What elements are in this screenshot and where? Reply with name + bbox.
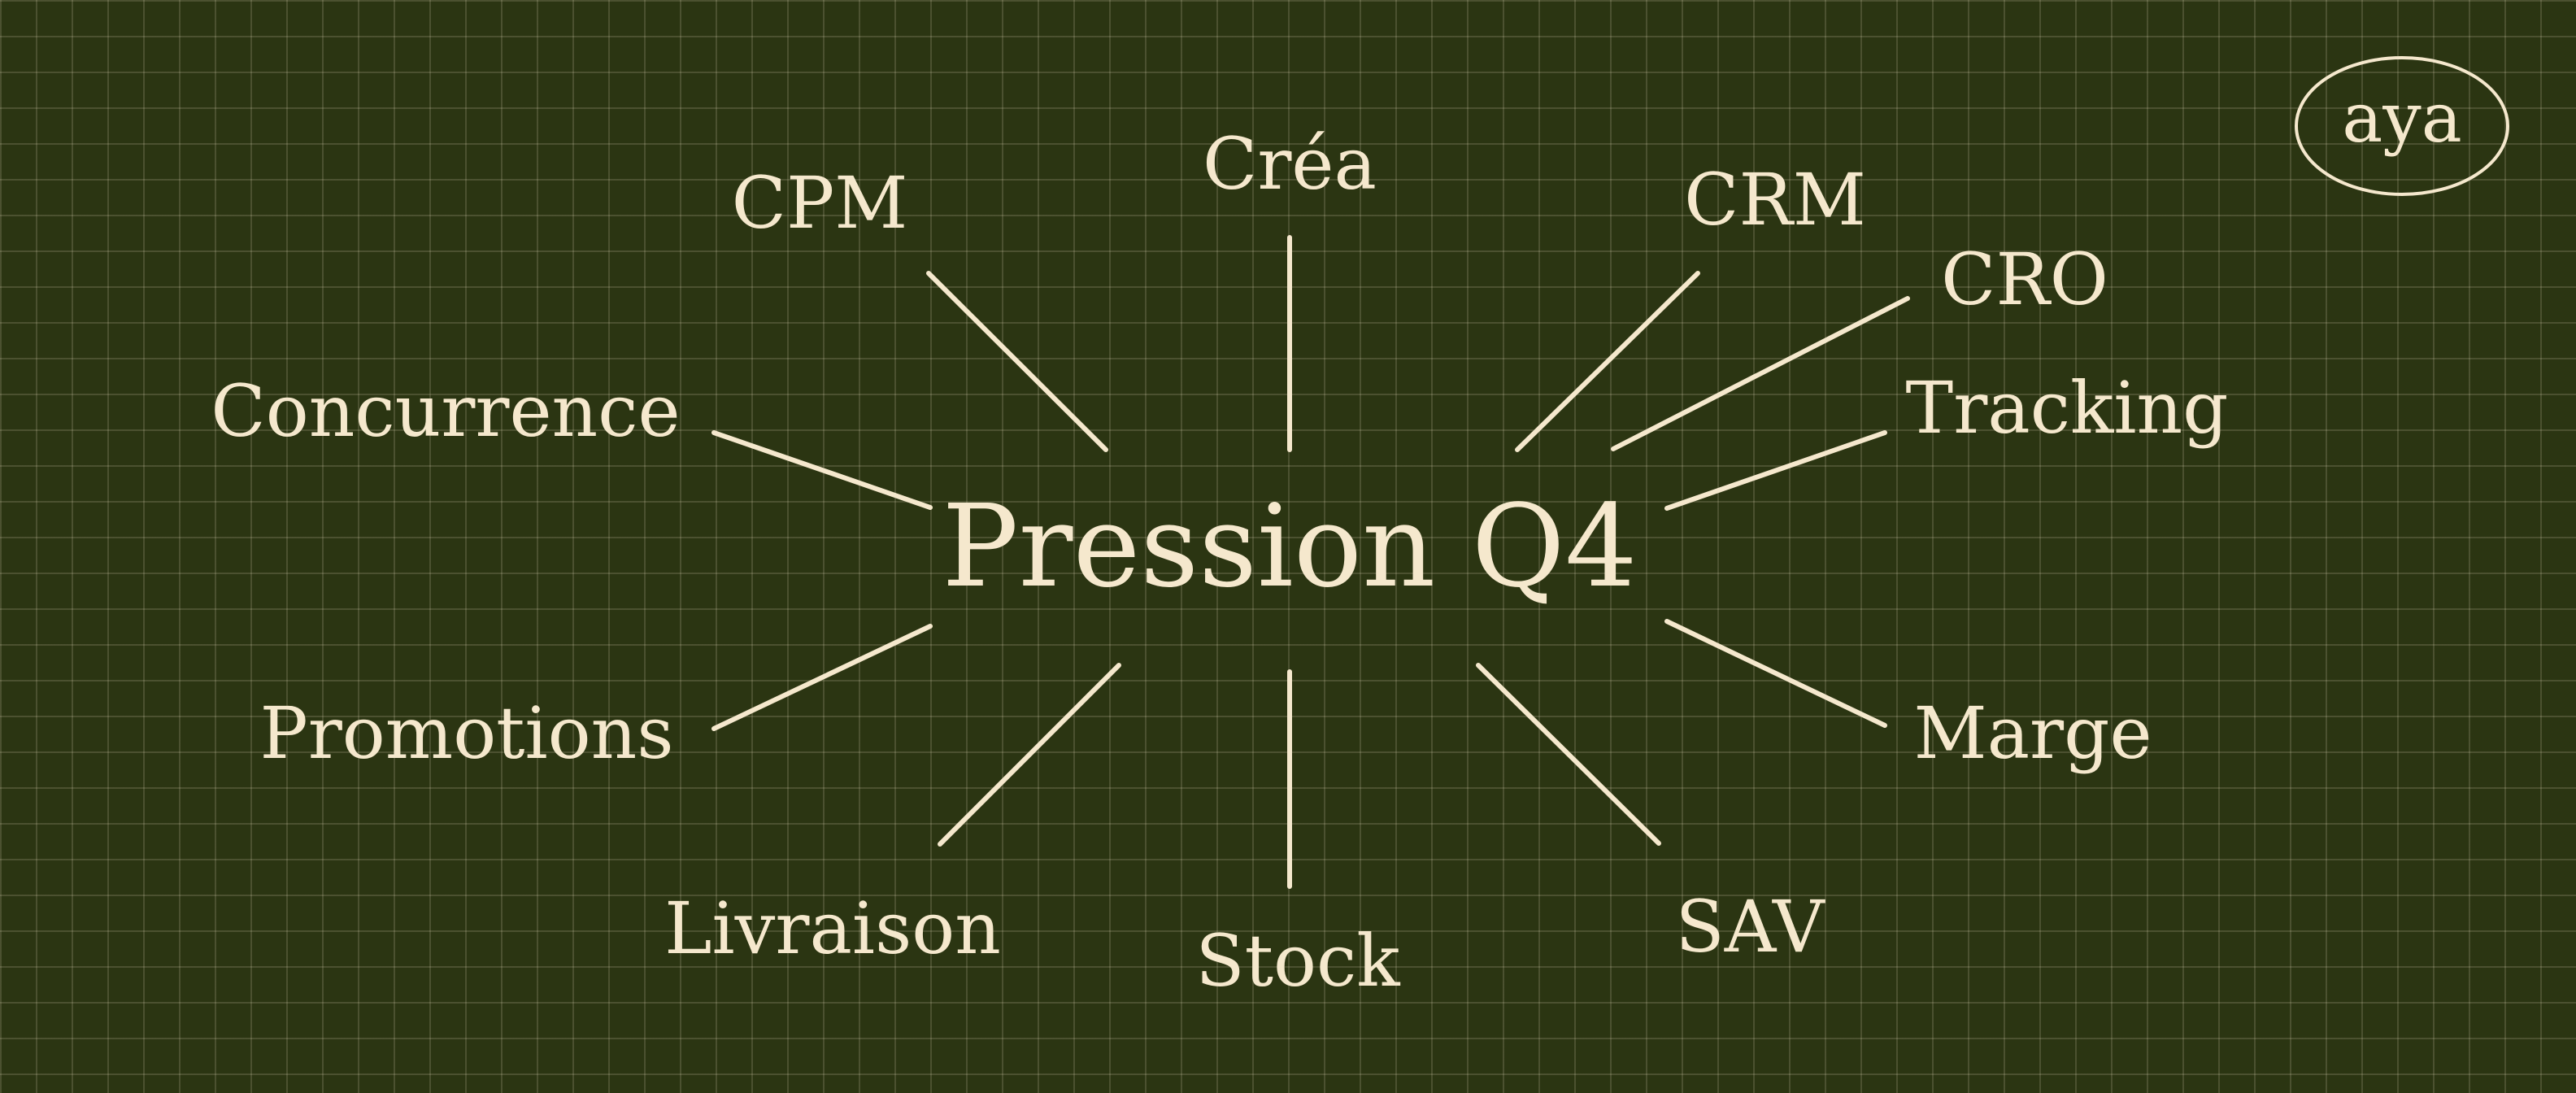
- logo-ring: [2295, 56, 2509, 196]
- spoke-crm: [1515, 271, 1700, 452]
- spoke-concurrence: [711, 430, 933, 510]
- node-label-stock: Stock: [1195, 919, 1400, 1003]
- spoke-cro: [1611, 296, 1910, 451]
- spoke-livraison: [938, 663, 1121, 847]
- spokes: [711, 235, 1910, 889]
- node-label-sav: SAV: [1675, 885, 1825, 969]
- node-label-tracking: Tracking: [1906, 366, 2229, 450]
- node-label-promotions: Promotions: [259, 691, 673, 775]
- spoke-sav: [1476, 663, 1661, 846]
- node-labels: Créa CRM CRO Tracking Marge SAV Stock Li…: [211, 122, 2228, 1003]
- aya-logo: aya: [2295, 56, 2509, 196]
- center-label: Pression Q4: [942, 481, 1637, 613]
- node-label-cro: CRO: [1941, 237, 2108, 321]
- node-label-crea: Créa: [1203, 122, 1377, 206]
- spoke-promotions: [711, 624, 933, 731]
- node-label-concurrence: Concurrence: [211, 369, 680, 453]
- spoke-marge: [1664, 619, 1887, 728]
- node-label-livraison: Livraison: [664, 886, 1001, 970]
- spoke-tracking: [1664, 430, 1887, 511]
- logo-text: aya: [2342, 78, 2462, 158]
- node-label-marge: Marge: [1913, 691, 2152, 775]
- node-label-crm: CRM: [1684, 158, 1866, 242]
- spoke-cpm: [926, 271, 1108, 452]
- node-label-cpm: CPM: [732, 161, 908, 245]
